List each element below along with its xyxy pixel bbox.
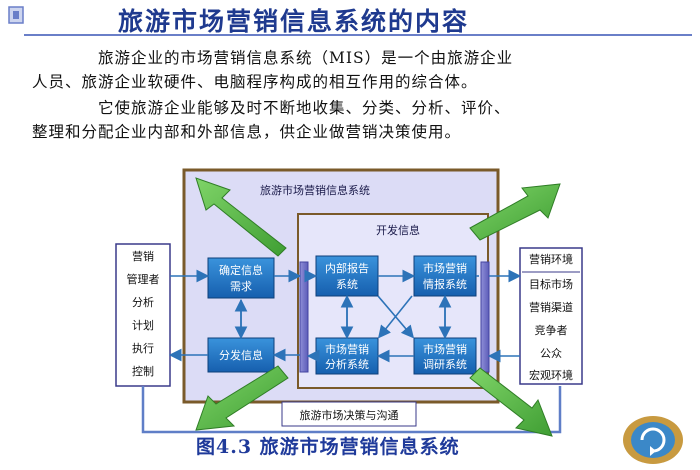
paragraph-line: 旅游企业的市场营销信息系统（MIS）是一个由旅游企业 (98, 49, 514, 67)
box-label: 确定信息 (219, 263, 263, 277)
right-panel-item: 营销渠道 (529, 300, 573, 314)
green-arrow-top-right (469, 183, 561, 241)
left-panel-item: 营销 (132, 249, 154, 263)
green-arrow-top-left (195, 177, 287, 257)
slide-title: 旅游市场营销信息系统的内容 (118, 7, 470, 36)
paragraph-line: 整理和分配企业内部和外部信息，供企业做营销决策使用。 (32, 123, 462, 141)
box-label: 系统 (336, 278, 358, 291)
left-panel (115, 243, 171, 387)
box-label: 内部报告 (325, 261, 369, 275)
bullet-icon (8, 6, 24, 24)
refresh-logo-icon (623, 416, 683, 464)
paragraph-line: 它使旅游企业能够及时不断地收集、分类、分析、评价、 (98, 99, 511, 117)
left-panel-item: 控制 (132, 364, 154, 378)
big-arrows (195, 177, 561, 437)
green-arrow-bottom-left (195, 365, 289, 431)
box-label: 分发信息 (219, 348, 263, 362)
connector-arrows (168, 269, 522, 363)
right-panel-item: 宏观环境 (529, 368, 573, 382)
paragraph-line: 人员、旅游企业软硬件、电脑程序构成的相互作用的综合体。 (32, 73, 478, 91)
box-label: 情报系统 (423, 277, 467, 291)
box-marketing-analysis: 市场营销 分析系统 (315, 337, 379, 375)
left-divider-bar (299, 261, 309, 373)
box-label: 需求 (230, 280, 252, 293)
mis-diagram: 旅游市场营销信息系统 开发信息 营销 管理者 分析 计划 执行 控制 营销环境 … (115, 168, 583, 437)
box-marketing-research: 市场营销 调研系统 (413, 337, 477, 375)
right-panel (519, 247, 583, 385)
green-arrow-bottom-right (469, 367, 553, 437)
box-distribute-info: 分发信息 (207, 337, 275, 373)
title-divider (24, 34, 692, 36)
box-marketing-intelligence: 市场营销 情报系统 (413, 255, 477, 297)
right-panel-item: 营销环境 (529, 252, 573, 266)
arrow-cross-2 (378, 295, 413, 339)
box-determine-needs: 确定信息 需求 (207, 257, 275, 299)
right-divider-bar (480, 261, 490, 373)
box-label: 市场营销 (423, 342, 467, 356)
bottom-label-box (281, 401, 417, 427)
left-panel-item: 执行 (132, 341, 154, 355)
left-panel-item: 管理者 (127, 272, 160, 286)
inner-frame-label: 开发信息 (376, 223, 420, 237)
right-panel-item: 竞争者 (535, 323, 568, 337)
bottom-loop (141, 386, 562, 434)
box-internal-report: 内部报告 系统 (315, 255, 379, 297)
left-panel-item: 计划 (132, 319, 154, 332)
right-panel-item: 目标市场 (529, 277, 573, 291)
left-panel-items: 营销 管理者 分析 计划 执行 控制 (127, 249, 160, 378)
bottom-label: 旅游市场决策与沟通 (300, 408, 399, 422)
paragraph-mis-definition: 旅游企业的市场营销信息系统（MIS）是一个由旅游企业 人员、旅游企业软硬件、电脑… (32, 46, 513, 94)
box-label: 市场营销 (325, 342, 369, 356)
right-panel-item: 公众 (540, 347, 562, 360)
outer-frame-label: 旅游市场营销信息系统 (260, 183, 370, 197)
box-label: 市场营销 (423, 261, 467, 275)
right-panel-items: 营销环境 目标市场 营销渠道 竞争者 公众 宏观环境 (529, 252, 573, 382)
paragraph-mis-purpose: 它使旅游企业能够及时不断地收集、分类、分析、评价、 整理和分配企业内部和外部信息… (32, 96, 511, 144)
box-label: 分析系统 (325, 357, 369, 371)
box-label: 调研系统 (423, 358, 467, 371)
left-panel-item: 分析 (132, 295, 154, 309)
figure-caption: 图4.3 旅游市场营销信息系统 (196, 436, 460, 458)
